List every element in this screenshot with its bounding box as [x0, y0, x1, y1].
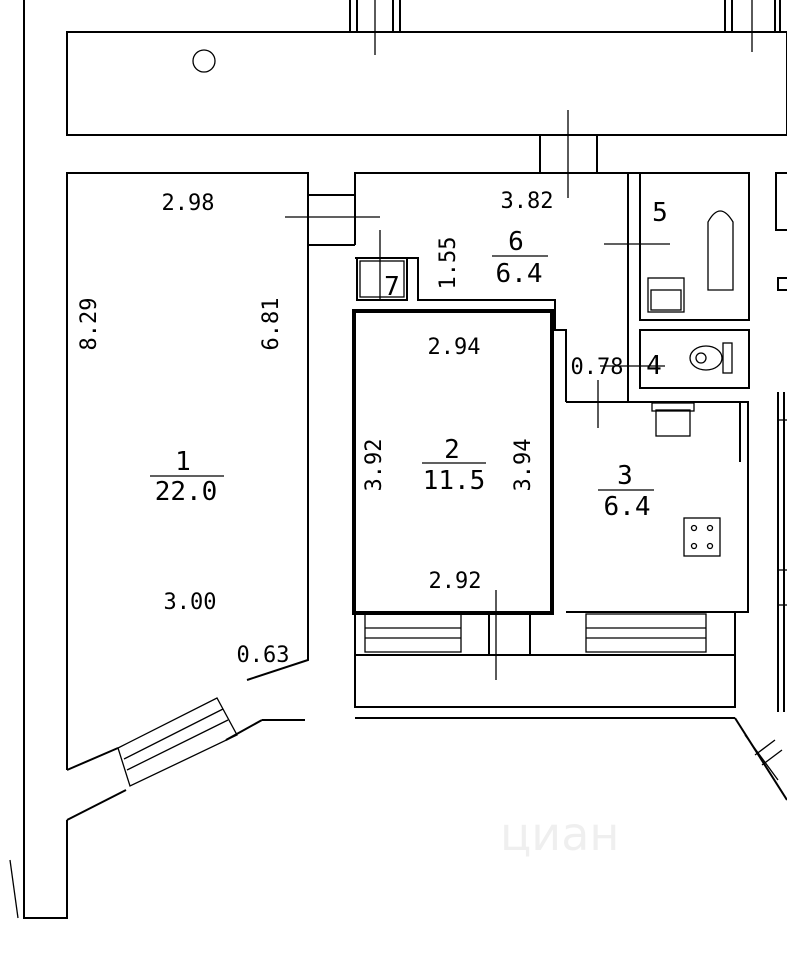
dim-room-2-top: 2.94: [428, 335, 481, 360]
room-2-number: 2: [444, 435, 460, 465]
corridor-top: [66, 0, 787, 198]
window-room-3: [585, 613, 707, 653]
bathtub-icon: [707, 210, 734, 291]
room-6-area: 6.4: [496, 259, 543, 289]
dim-room-1-bay: 0.63: [237, 643, 290, 668]
dim-room-2-left: 3.92: [362, 439, 387, 492]
loggia: [354, 590, 736, 719]
dim-room-2-bottom: 2.92: [429, 569, 482, 594]
room-7-number: 7: [384, 272, 400, 302]
room-6-outline: [354, 135, 670, 402]
room-1-outline: [66, 172, 380, 821]
dim-room-1-top: 2.98: [162, 191, 215, 216]
room-7-closet: [356, 257, 408, 301]
room-3-number: 3: [617, 461, 633, 491]
room-6-number: 6: [508, 227, 524, 257]
neighbour-walls: [734, 172, 787, 801]
room-3-kitchen: [566, 380, 749, 613]
room-5-number: 5: [652, 198, 668, 228]
dim-corridor-width: 0.78: [571, 355, 624, 380]
pipe-circle-icon: [192, 49, 216, 73]
room-1-number: 1: [175, 447, 191, 477]
dim-room-1-left: 8.29: [77, 298, 102, 351]
room-3-area: 6.4: [604, 492, 651, 522]
stove-icon: [683, 517, 721, 557]
sink-icon-bath: [647, 277, 685, 313]
dim-room-1-right: 6.81: [259, 298, 284, 351]
dim-room-6-side: 1.55: [436, 237, 461, 290]
room-5-bathroom: [628, 172, 750, 321]
dim-room-6-top: 3.82: [501, 189, 554, 214]
dim-room-1-bottom: 3.00: [164, 590, 217, 615]
room-2-area: 11.5: [423, 466, 486, 496]
watermark-logo: циан: [500, 807, 619, 861]
dim-room-2-right: 3.94: [511, 439, 536, 492]
room-4-wc: [600, 329, 750, 389]
kitchen-sink-icon: [655, 409, 691, 437]
toilet-icon: [689, 345, 723, 371]
room-1-area: 22.0: [155, 477, 218, 507]
window-room-2: [364, 613, 462, 653]
room-4-number: 4: [646, 351, 662, 381]
window-room-1: [117, 697, 238, 787]
building-outer-wall: [9, 0, 68, 919]
